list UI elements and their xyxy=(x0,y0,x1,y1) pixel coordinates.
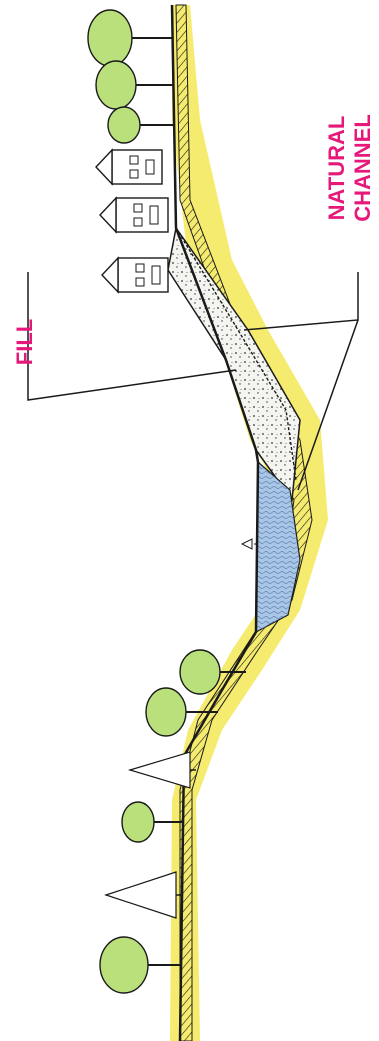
deciduous-tree-icon xyxy=(88,10,172,66)
deciduous-tree-icon xyxy=(100,937,182,993)
conifer-tree-icon xyxy=(130,752,196,788)
conifer-tree-icon xyxy=(106,872,182,918)
deciduous-tree-icon xyxy=(96,61,174,109)
house-icon xyxy=(96,150,162,184)
water-level-marker-icon xyxy=(242,539,257,549)
fill-label: FILL xyxy=(12,319,37,365)
house-icon xyxy=(102,258,168,292)
house-icon xyxy=(100,198,168,232)
natural-channel-label-line2: CHANNEL xyxy=(350,114,375,222)
deciduous-tree-icon xyxy=(108,107,175,143)
natural-channel-label-line1: NATURAL xyxy=(324,116,349,221)
